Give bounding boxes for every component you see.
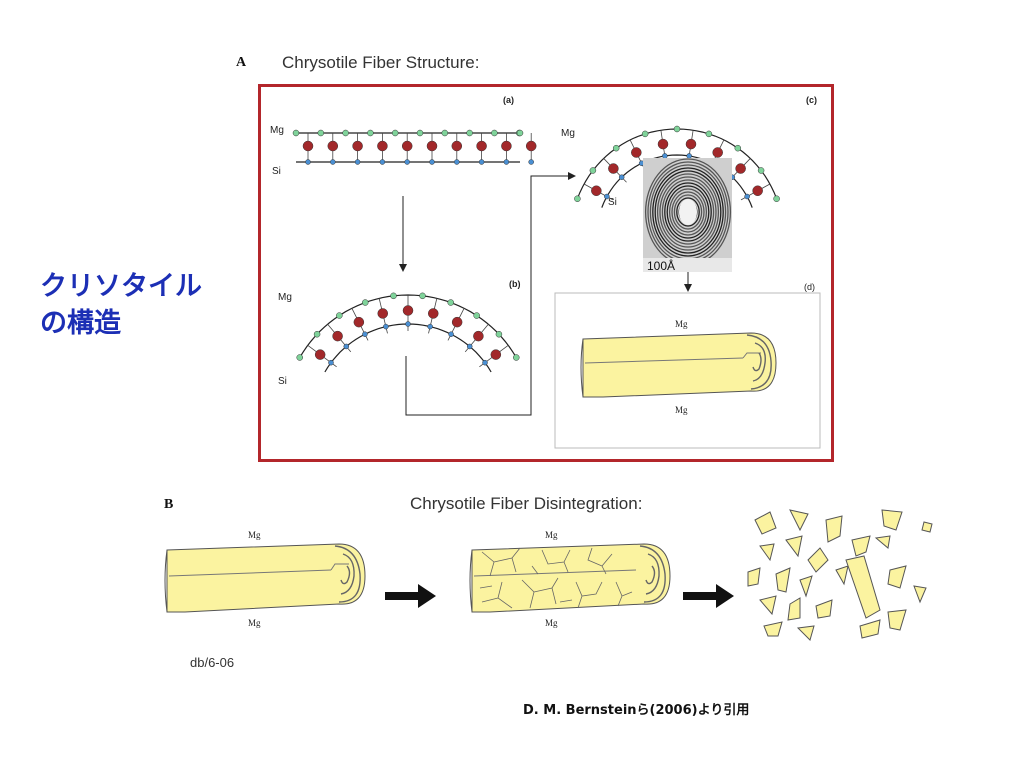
intact-fiber: [164, 543, 366, 613]
panel-a-frame: [258, 84, 834, 462]
arrow-b-to-c: [405, 175, 570, 416]
mg-label-b1-bottom: Mg: [248, 618, 261, 628]
panel-b-letter: B: [164, 497, 174, 512]
mg-label-b2-bottom: Mg: [545, 618, 558, 628]
si-label-b: Si: [278, 376, 287, 387]
rolled-fiber-d: [580, 332, 777, 398]
citation-credit: D. M. Bernsteinら(2006)より引用: [523, 703, 750, 718]
panel-a-title: Chrysotile Fiber Structure:: [282, 53, 480, 72]
signature: db/6-06: [190, 655, 235, 670]
sub-c-label: (c): [806, 95, 817, 105]
curved-silicate-sheet-c: [574, 125, 780, 208]
disintegration-arrow-1: [385, 584, 436, 608]
flat-silicate-sheet: [292, 129, 537, 165]
curved-silicate-sheet-b: [296, 292, 520, 373]
si-label-a: Si: [272, 166, 281, 177]
tem-micrograph: 100Å: [643, 158, 732, 273]
side-title: クリソタイル の構造: [40, 268, 240, 342]
disintegration-arrow-2: [683, 584, 734, 608]
mg-label-b1-top: Mg: [248, 530, 261, 540]
mg-label-d-bottom: Mg: [675, 405, 688, 415]
fiber-fragments: [747, 509, 933, 641]
arrow-c-to-d-head: [684, 284, 692, 292]
mg-label-d-top: Mg: [675, 319, 688, 329]
mg-label-b: Mg: [278, 292, 292, 303]
arrow-a-to-b-head: [399, 264, 407, 272]
sub-a-label: (a): [503, 95, 514, 105]
mg-label-b2-top: Mg: [545, 530, 558, 540]
mg-label-a: Mg: [270, 125, 284, 136]
side-title-line1: クリソタイル: [40, 271, 202, 302]
arrow-b-to-c-head: [568, 172, 576, 180]
cracked-fiber: [469, 543, 671, 613]
sub-d-label: (d): [804, 282, 815, 292]
side-title-line2: の構造: [40, 308, 121, 339]
sub-b-label: (b): [509, 279, 521, 289]
panel-a-letter: A: [236, 55, 247, 70]
micrograph-scale-label: 100Å: [647, 258, 675, 273]
si-label-c: Si: [608, 197, 617, 208]
panel-b-title: Chrysotile Fiber Disintegration:: [410, 494, 643, 513]
mg-label-c: Mg: [561, 128, 575, 139]
